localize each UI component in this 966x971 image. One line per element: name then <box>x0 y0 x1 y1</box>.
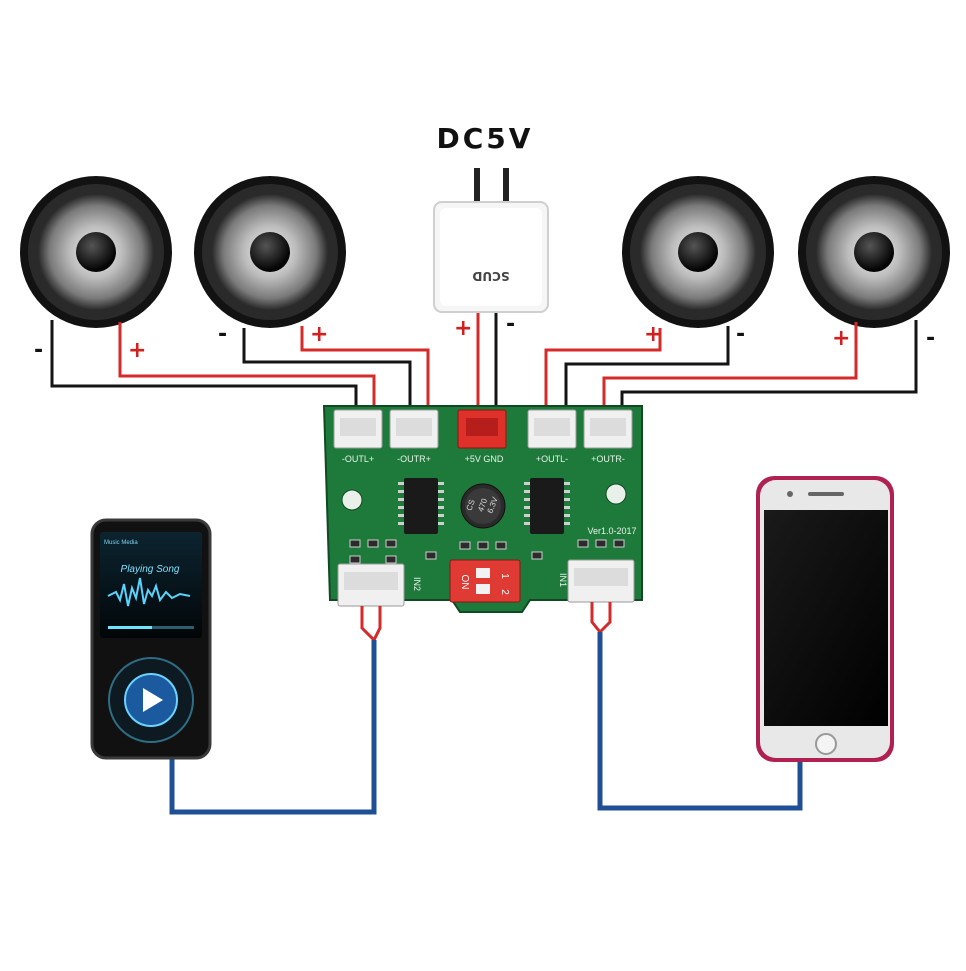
sign-minus: - <box>506 312 516 337</box>
label-outr-left: -OUTR+ <box>397 454 431 464</box>
connector-outl-left <box>333 409 383 449</box>
sign-minus: - <box>736 322 746 347</box>
sign-plus: + <box>310 322 329 347</box>
sign-plus: + <box>832 326 851 351</box>
amplifier-board: -OUTL+ -OUTR+ +5V GND +OUTL- +OUTR- CS 4… <box>322 405 643 613</box>
adapter-brand: SCUD <box>472 269 509 283</box>
connector-power <box>457 409 507 449</box>
power-title: DC5V <box>436 122 534 155</box>
sign-plus: + <box>454 316 473 341</box>
speaker-3 <box>622 176 774 328</box>
sign-plus: + <box>644 322 663 347</box>
dip-switch[interactable]: ON 1 2 <box>449 559 521 603</box>
switch-label-1: 1 <box>499 573 510 579</box>
speaker-wires <box>50 312 918 412</box>
home-button-icon <box>815 733 837 755</box>
svg-text:CS: CS <box>465 498 477 512</box>
player-track: Playing Song <box>121 564 180 575</box>
switch-label-2: 2 <box>499 589 510 595</box>
sign-minus: - <box>34 338 44 363</box>
player-header: Music Media <box>104 540 138 546</box>
label-power: +5V GND <box>465 454 504 464</box>
smd-components <box>349 539 625 564</box>
label-outl-right: +OUTL- <box>536 454 568 464</box>
sign-minus: - <box>926 326 936 351</box>
switch-label-on: ON <box>459 575 470 590</box>
connector-outr-right <box>583 409 633 449</box>
music-player: Music Media Playing Song <box>90 518 212 760</box>
connector-in1 <box>567 559 635 603</box>
svg-text:470: 470 <box>476 497 489 513</box>
amplifier-chip-right <box>524 478 570 534</box>
label-in1: IN1 <box>558 573 568 587</box>
smartphone <box>756 476 894 762</box>
capacitor: CS 470 6.3V <box>460 483 506 529</box>
label-outr-right: +OUTR- <box>591 454 625 464</box>
connector-outl-right <box>527 409 577 449</box>
label-in2: IN2 <box>412 577 422 591</box>
waveform-icon <box>107 577 191 607</box>
connector-outr-left <box>389 409 439 449</box>
label-outl-left: -OUTL+ <box>342 454 374 464</box>
speaker-2 <box>194 176 346 328</box>
play-icon <box>143 688 163 712</box>
connector-in2 <box>337 563 405 607</box>
power-adapter: SCUD <box>433 168 549 313</box>
audio-cables <box>169 602 803 815</box>
sign-minus: - <box>218 322 228 347</box>
board-version: Ver1.0-2017 <box>587 526 636 536</box>
amplifier-chip-left <box>398 478 444 534</box>
sign-plus: + <box>128 338 147 363</box>
speaker-1 <box>20 176 172 328</box>
speaker-4 <box>798 176 950 328</box>
